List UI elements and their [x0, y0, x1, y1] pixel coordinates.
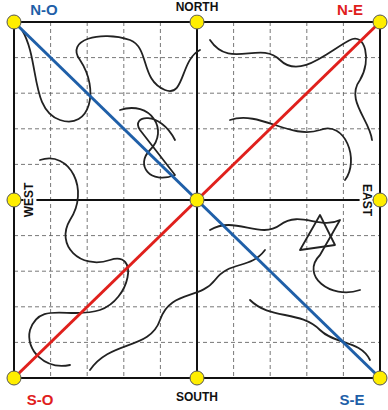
direction-label: EAST	[359, 182, 372, 218]
corner-label: N-E	[335, 2, 365, 19]
corner-label: S-O	[25, 392, 56, 409]
direction-label: WEST	[23, 181, 36, 220]
corner-label: N-O	[28, 2, 60, 19]
corner-label: S-E	[337, 392, 366, 409]
direction-label: SOUTH	[174, 391, 220, 404]
direction-label: NORTH	[174, 1, 221, 14]
